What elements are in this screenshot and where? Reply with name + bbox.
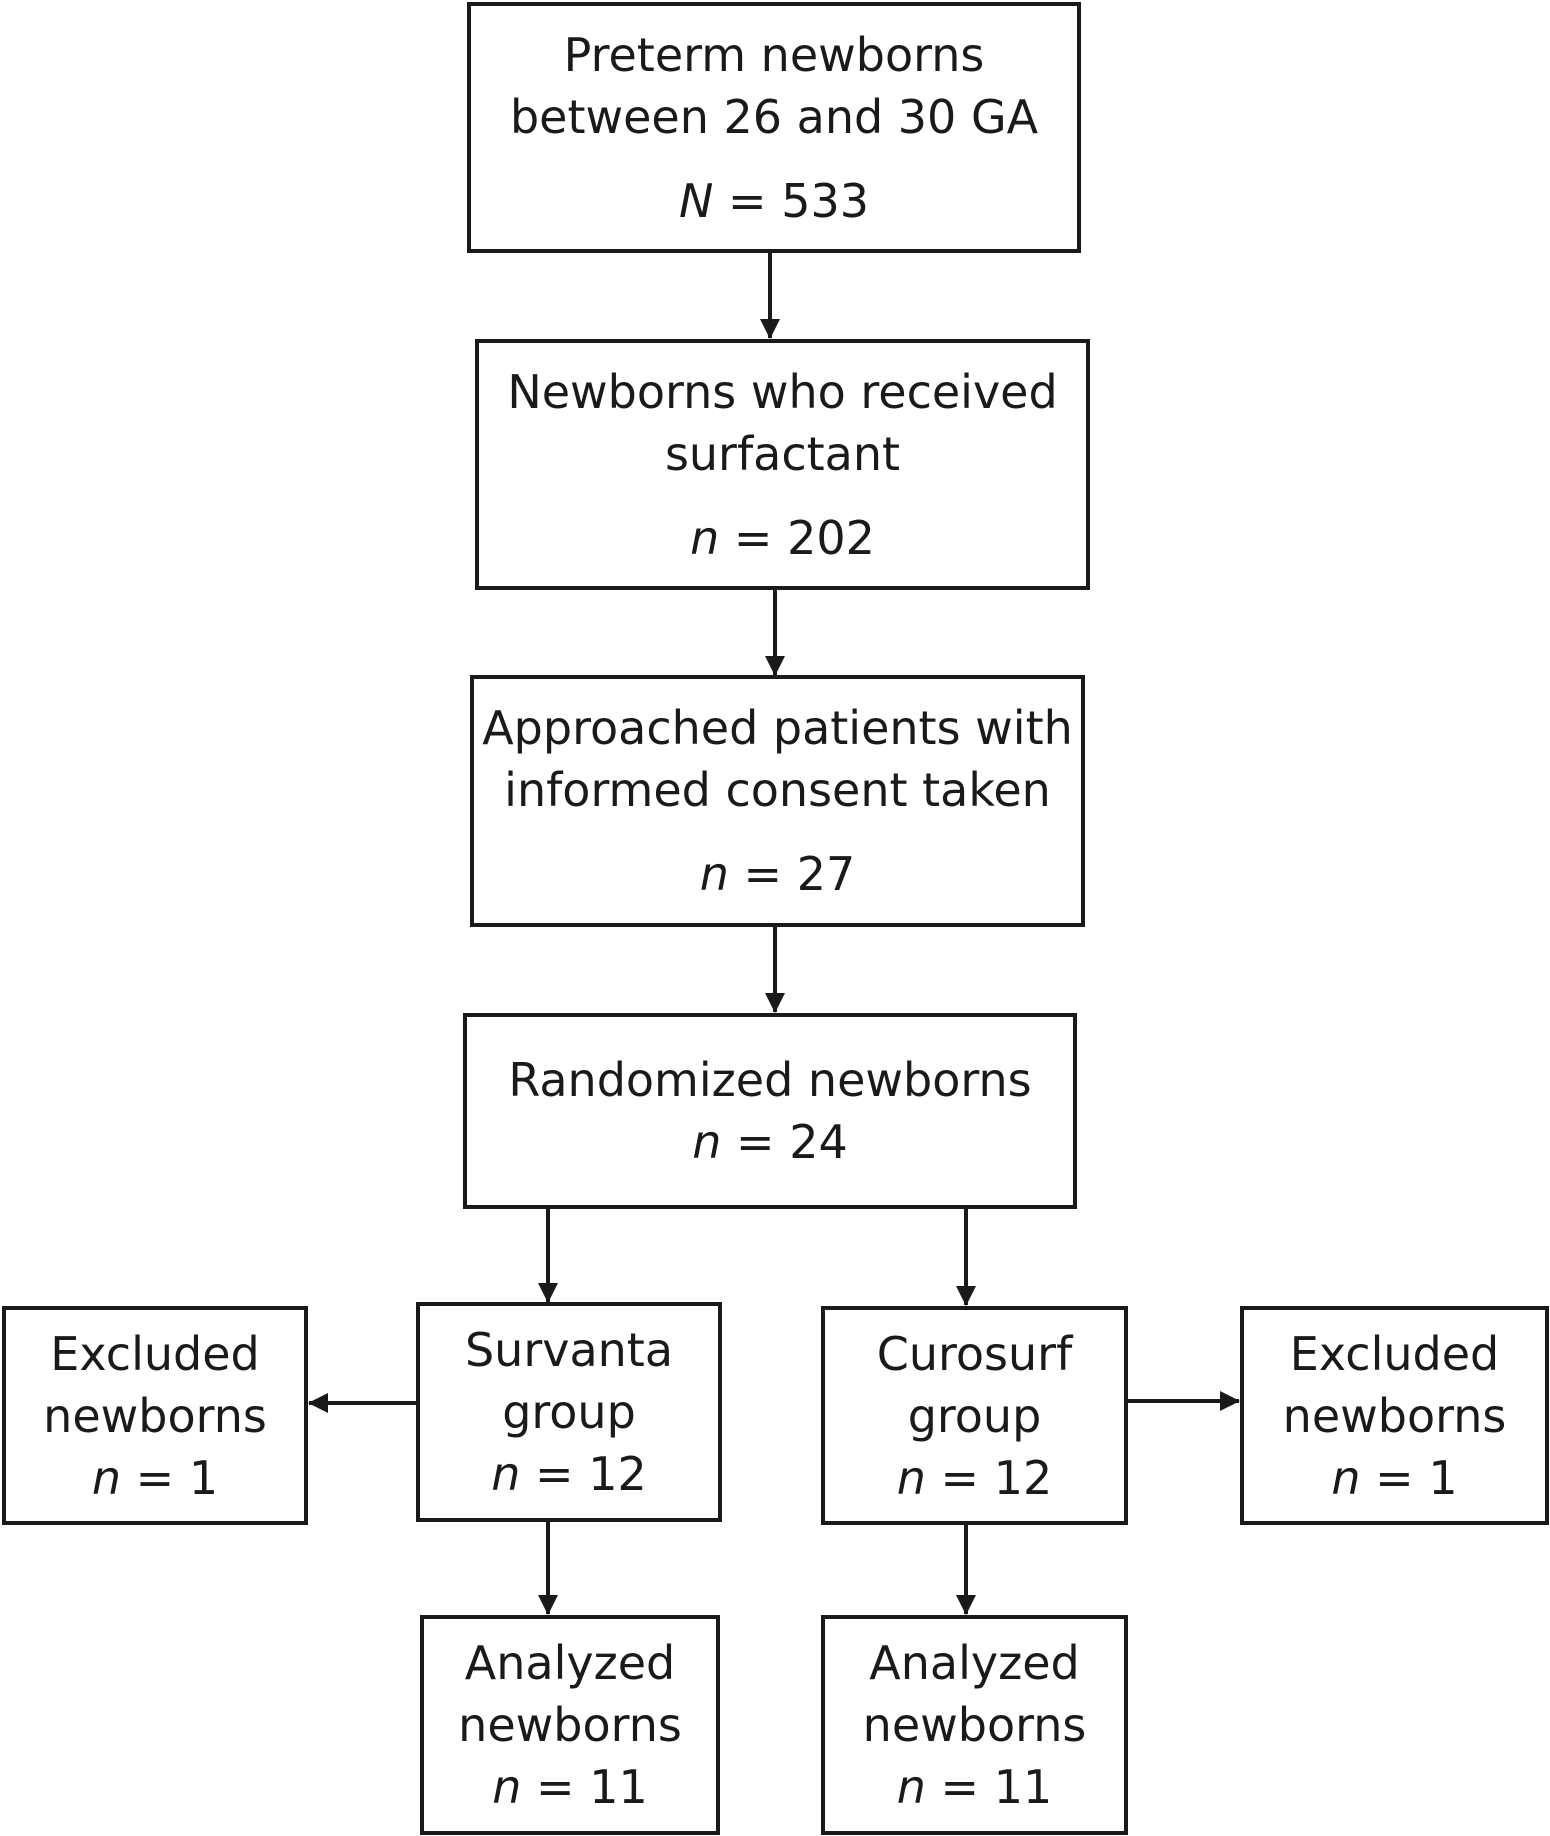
count-variable: n [896,1450,926,1505]
analyzed-newborns-right-box: Analyzed newborns n = 11 [821,1615,1128,1835]
count-value: = 533 [728,173,869,228]
box-label-line: Curosurf [876,1326,1073,1381]
box-count: n = 1 [1331,1447,1457,1509]
count-value: = 12 [535,1447,647,1501]
count-value: = 202 [733,510,875,565]
count-value: = 11 [536,1760,648,1814]
count-variable: n [896,1760,926,1814]
curosurf-group-box: Curosurf group n = 12 [821,1306,1128,1525]
box-label-line: newborns [1282,1388,1507,1443]
approached-patients-box: Approached patients with informed consen… [470,675,1085,927]
box-count: n = 24 [692,1111,847,1173]
box-label-line: newborns [458,1698,682,1752]
excluded-newborns-left-box: Excluded newborns n = 1 [2,1306,308,1525]
box-label-line: Randomized newborns [508,1053,1032,1107]
count-variable: n [692,1115,722,1169]
box-label-line: Excluded [50,1326,260,1381]
box-count: n = 27 [700,843,855,905]
box-label-line: group [502,1385,636,1439]
count-value: = 1 [135,1450,219,1505]
box-label-line: Newborns who received [507,364,1058,419]
box-label-line: surfactant [664,426,901,481]
count-value: = 27 [743,847,856,901]
box-count: n = 202 [690,507,875,569]
box-count: n = 1 [92,1447,218,1509]
box-count: n = 12 [491,1443,646,1505]
count-value: = 11 [940,1760,1053,1814]
box-label-line: Analyzed [869,1636,1080,1690]
box-count: n = 11 [492,1756,647,1818]
count-variable: N [678,173,714,228]
analyzed-newborns-left-box: Analyzed newborns n = 11 [420,1615,720,1835]
count-variable: n [91,1450,122,1505]
box-label-line: Survanta [464,1323,674,1377]
box-label-line: Preterm newborns [563,27,985,82]
box-label-line: newborns [43,1388,267,1443]
survanta-group-box: Survanta group n = 12 [416,1302,722,1522]
count-variable: n [690,510,720,565]
box-label-line: group [907,1388,1042,1443]
box-label-line: newborns [862,1698,1087,1752]
box-count: n = 11 [897,1756,1052,1818]
count-variable: n [1331,1450,1361,1505]
count-value: = 1 [1375,1450,1458,1505]
surfactant-newborns-box: Newborns who received surfactant n = 202 [475,339,1090,590]
preterm-newborns-box: Preterm newborns between 26 and 30 GA N … [467,2,1081,253]
box-label-line: between 26 and 30 GA [509,89,1039,144]
count-variable: n [492,1760,522,1814]
excluded-newborns-right-box: Excluded newborns n = 1 [1240,1306,1549,1525]
box-label-line: Analyzed [464,1636,676,1690]
count-variable: n [699,847,729,901]
count-value: = 12 [940,1450,1053,1505]
box-label-line: Excluded [1289,1326,1500,1381]
box-count: N = 533 [679,170,869,232]
randomized-newborns-box: Randomized newborns n = 24 [463,1013,1077,1209]
box-label-line: informed consent taken [504,763,1051,817]
box-label-line: Approached patients with [482,701,1073,755]
box-count: n = 12 [897,1447,1052,1509]
count-variable: n [491,1447,521,1501]
count-value: = 24 [736,1115,848,1169]
